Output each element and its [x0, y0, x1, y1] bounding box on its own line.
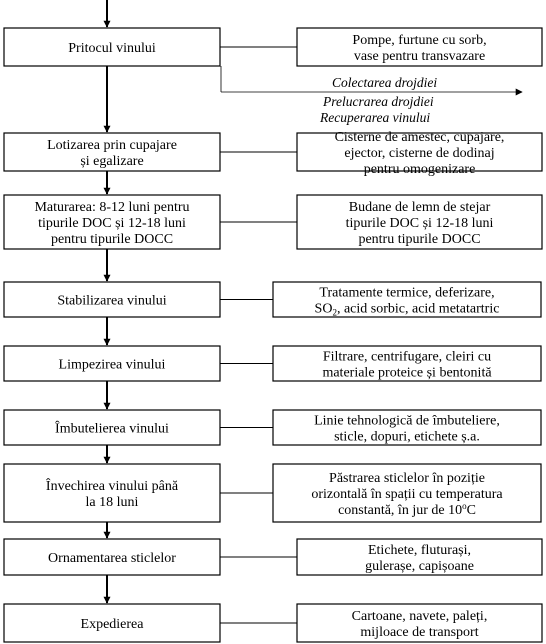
step-box [3, 538, 221, 576]
equipment-text: Pompe, furtune cu sorb, [352, 33, 486, 48]
step-box [3, 281, 221, 318]
step-label: Pritocul vinului [68, 41, 156, 56]
equipment-text: Etichete, fluturași, [368, 543, 471, 558]
equipment-text: gulerașe, capișoane [365, 559, 474, 574]
equipment-text: constantă, în jur de 10oC [338, 501, 476, 518]
equipment-text: pentru omogenizare [364, 162, 476, 177]
process-step: Pritocul vinului Pompe, furtune cu sorb,v… [3, 27, 543, 67]
step-label: Îmbutelierea vinului [55, 420, 169, 437]
equipment-box [272, 281, 542, 318]
step-label: Maturarea: 8-12 luni pentru [34, 200, 189, 215]
step-label: la 18 luni [86, 495, 139, 510]
process-step: Expedierea Cartoane, navete, paleți,mijlo… [3, 603, 543, 643]
step-box [3, 345, 221, 382]
equipment-text: sticle, dopuri, etichete ș.a. [334, 430, 480, 445]
equipment-box [296, 194, 543, 250]
equipment-text: ejector, cisterne de dodinaj [344, 146, 494, 161]
step-label: Expedierea [81, 617, 145, 632]
step-label: Ornamentarea sticlelor [48, 551, 176, 566]
step-box [3, 603, 221, 643]
process-step: Stabilizarea vinului Tratamente termice, … [3, 281, 542, 318]
equipment-text: Păstrarea sticlelor în poziție [329, 471, 485, 486]
equipment-text: Linie tehnologică de îmbuteliere, [314, 414, 500, 429]
process-step: Ornamentarea sticlelor Etichete, fluturaș… [3, 538, 543, 576]
byproduct-label: Recuperarea vinului [319, 110, 430, 125]
step-label: Lotizarea prin cupajare [47, 138, 177, 153]
equipment-text: orizontală în spații cu temperatura [311, 487, 503, 502]
equipment-box [272, 463, 542, 523]
step-label: tipurile DOC și 12-18 luni [38, 216, 186, 231]
equipment-text: Budane de lemn de stejar [349, 200, 491, 215]
process-step: Limpezirea vinului Filtrare, centrifugare… [3, 345, 542, 382]
equipment-text: Tratamente termice, deferizare, [319, 286, 494, 301]
step-label: Stabilizarea vinului [57, 294, 166, 309]
equipment-text: pentru tipurile DOCC [358, 232, 480, 247]
equipment-box [296, 603, 543, 643]
equipment-box [296, 538, 543, 576]
step-box [3, 194, 221, 250]
equipment-text: Cisterne de amestec, cupajare, [335, 130, 505, 145]
equipment-text: Cartoane, navete, paleți, [352, 609, 488, 624]
step-box [3, 132, 221, 172]
step-label: și egalizare [80, 154, 143, 169]
equipment-text: materiale proteice și bentonită [322, 366, 492, 381]
byproduct-label: Colectarea drojdiei [332, 75, 437, 90]
equipment-text: tipurile DOC și 12-18 luni [346, 216, 494, 231]
equipment-text: vase pentru transvazare [354, 49, 485, 64]
step-label: pentru tipurile DOCC [51, 232, 173, 247]
step-box [3, 463, 221, 523]
step-label: Învechirea vinului până [46, 477, 179, 494]
boxes: Pritocul vinului Pompe, furtune cu sorb,v… [3, 27, 543, 643]
step-box [3, 409, 221, 446]
byproduct-label: Prelucrarea drojdiei [322, 94, 434, 109]
equipment-box [272, 409, 542, 446]
equipment-text: SO2, acid sorbic, acid metatartric [315, 302, 500, 318]
equipment-box [272, 345, 542, 382]
equipment-box [296, 27, 543, 67]
step-label: Limpezirea vinului [59, 358, 166, 373]
equipment-box [296, 132, 543, 172]
equipment-text: mijloace de transport [360, 625, 478, 640]
process-step: Îmbutelierea vinului Linie tehnologică de… [3, 409, 542, 446]
equipment-text: Filtrare, centrifugare, cleiri cu [323, 350, 491, 365]
